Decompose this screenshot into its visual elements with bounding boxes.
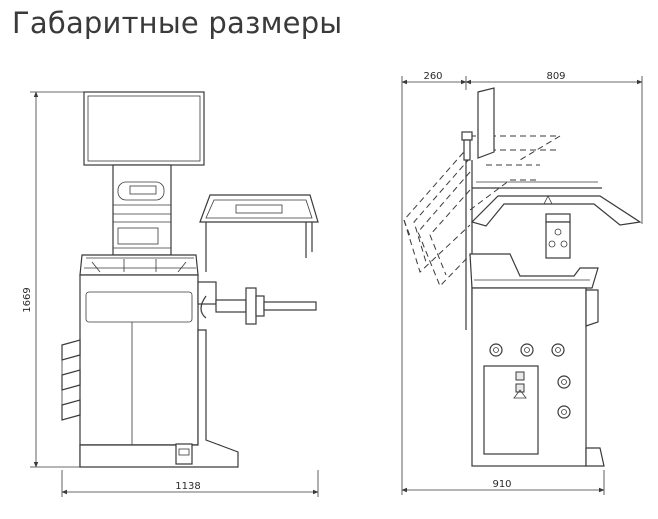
side-tray <box>469 253 599 289</box>
knobs <box>489 343 571 419</box>
top-right-label: 809 <box>546 71 565 82</box>
height-dimension: 1669 <box>22 91 84 468</box>
width-dimension: 1138 <box>61 470 319 497</box>
page-title: Габаритные размеры <box>12 6 343 40</box>
weight-tray <box>79 254 199 276</box>
foot-pedal <box>175 443 193 465</box>
bottom-width-label: 910 <box>492 479 511 490</box>
tool-tower <box>112 164 172 256</box>
top-dimension: 260 809 <box>401 71 643 228</box>
front-view: 1669 1138 <box>22 91 319 497</box>
rear-panel <box>483 365 539 455</box>
side-cabinet <box>471 287 605 467</box>
monitor <box>83 91 205 166</box>
top-left-label: 260 <box>423 71 442 82</box>
monitor-side <box>461 87 495 161</box>
side-post <box>465 160 473 330</box>
bottom-dimension: 910 <box>401 228 605 495</box>
hood-closed <box>470 181 642 259</box>
guard-open-dashed <box>403 135 562 287</box>
height-label: 1669 <box>22 287 33 312</box>
side-shelves <box>61 339 81 421</box>
cabinet <box>79 274 239 468</box>
side-view: 260 809 910 <box>401 71 643 495</box>
width-label: 1138 <box>175 481 200 492</box>
balancing-shaft <box>197 281 317 325</box>
wheel-guard <box>199 194 319 272</box>
